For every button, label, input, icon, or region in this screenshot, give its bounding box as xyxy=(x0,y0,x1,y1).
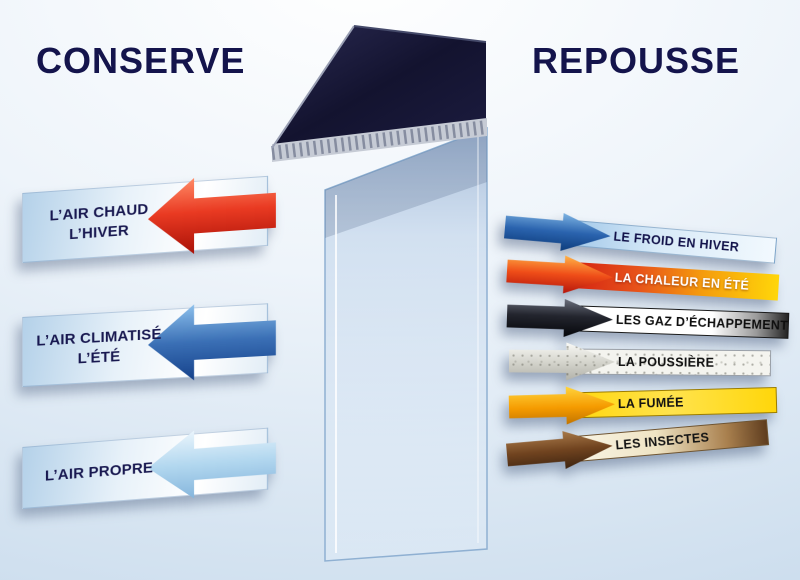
repousse-heading: REPOUSSE xyxy=(532,40,741,81)
band-label-line2: L’ÉTÉ xyxy=(77,347,121,367)
glass-door-shadow xyxy=(325,128,487,238)
repousse-row-dust: LA POUSSIÈRE xyxy=(509,342,772,382)
air-curtain-vent-slats xyxy=(271,120,488,160)
unit-top-edge xyxy=(353,25,487,43)
unit-edge-highlight xyxy=(271,25,355,149)
conserve-heading: CONSERVE xyxy=(36,40,246,81)
air-curtain-unit-body xyxy=(272,26,486,148)
band-label-line2: L’HIVER xyxy=(69,221,129,243)
red-right-arrow-icon xyxy=(506,252,614,296)
black-right-arrow-icon xyxy=(506,297,613,339)
conserve-band-cooled-air: L’AIR CLIMATISÉ L’ÉTÉ xyxy=(22,303,268,387)
glass-door xyxy=(324,126,488,562)
